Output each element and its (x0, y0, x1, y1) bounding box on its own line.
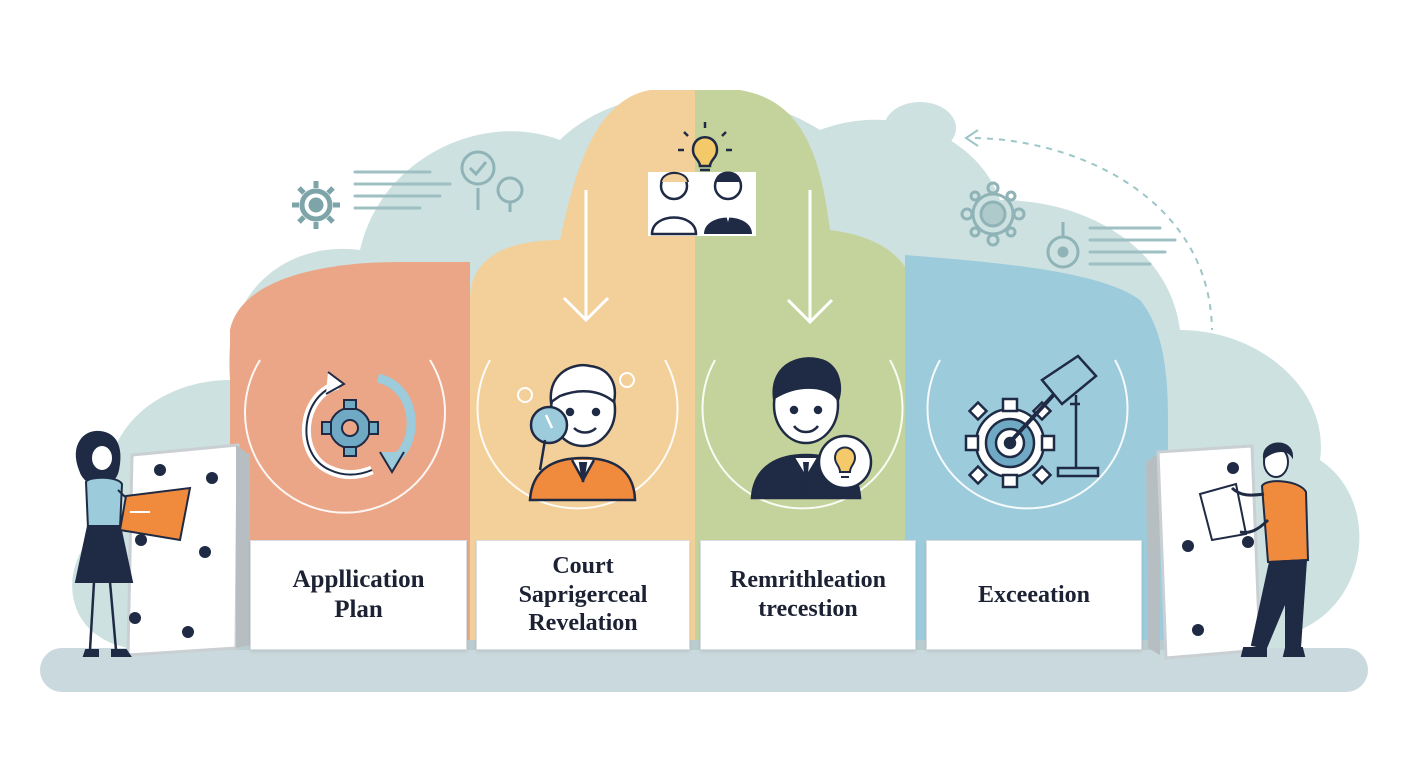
gear-icon (292, 181, 340, 229)
two-people-icon (648, 171, 756, 236)
stage-4-line-1: Exceeation (978, 581, 1090, 608)
person-magnifier-icon (517, 363, 637, 502)
stage-label-2: Court Saprigerceal Revelation (476, 540, 690, 650)
text-lines-decoration (353, 170, 452, 210)
stage-2-line-2: Saprigerceal (518, 581, 648, 608)
lightbulb-icon (678, 122, 732, 172)
domino-board-left (126, 443, 250, 657)
stage-3-line-1: Remrithleation (730, 567, 886, 594)
man-figure (1198, 442, 1310, 657)
stage-2-line-1: Court (552, 552, 614, 579)
network-gear-icon (960, 181, 1026, 247)
cycle-arrow (974, 137, 1213, 331)
ground (40, 648, 1368, 692)
down-arrow-icon (562, 190, 610, 323)
stage-3-line-2: trecestion (758, 596, 858, 622)
stage-1-line-1: Appllication (292, 566, 425, 593)
stage-1-line-2: Plan (334, 596, 383, 623)
stage-label-4: Exceeation (926, 540, 1142, 650)
check-magnifier-icon (460, 150, 524, 212)
gear-tool-icon (964, 354, 1100, 489)
down-arrow-icon (786, 190, 834, 325)
lock-icon (1046, 222, 1080, 269)
text-lines-decoration-right (1088, 226, 1177, 266)
stage-2-line-3: Revelation (528, 610, 638, 637)
woman-figure (74, 430, 192, 657)
refresh-gear-icon (302, 371, 416, 479)
stage-label-3: Remrithleation trecestion (700, 540, 916, 650)
platform (215, 640, 1175, 650)
cycle-arrowhead (964, 129, 979, 147)
stage-label-1: Appllication Plan (250, 540, 467, 650)
stage-rings (244, 359, 1129, 514)
businessman-idea-icon (750, 357, 873, 500)
